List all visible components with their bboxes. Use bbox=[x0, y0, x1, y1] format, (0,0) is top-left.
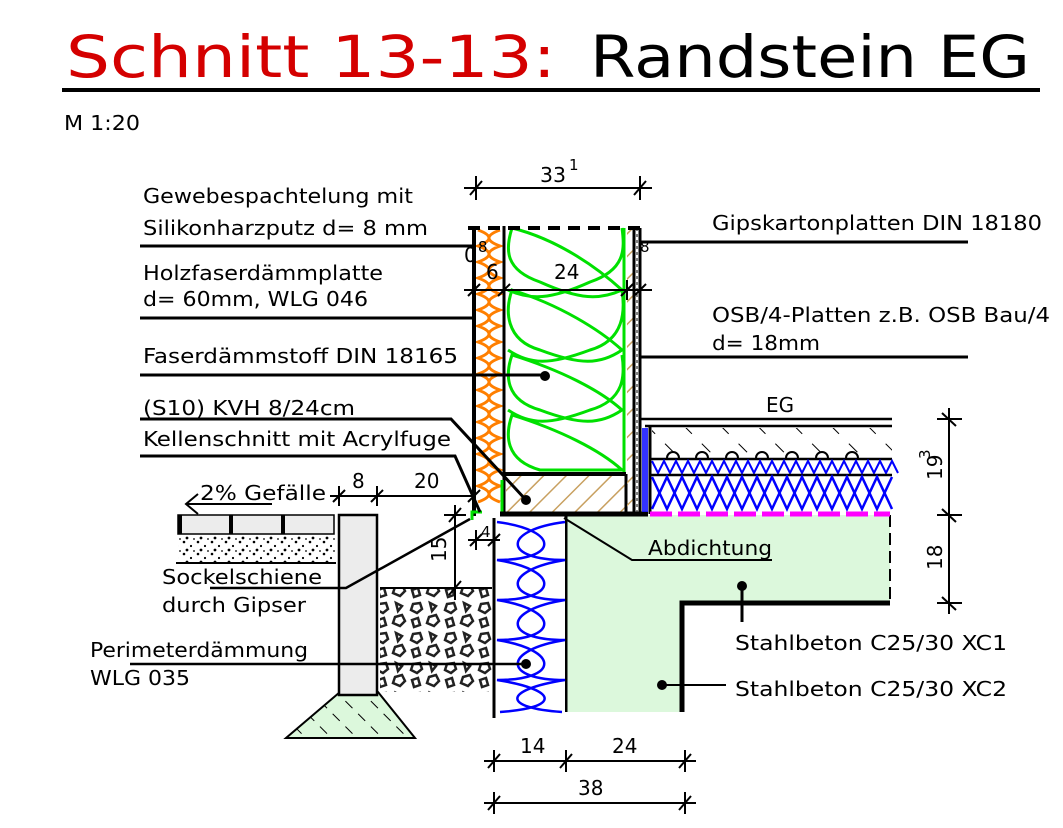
dim-wall-total: 33 bbox=[540, 163, 566, 187]
floor-buildup bbox=[640, 417, 899, 517]
label-faserdaemm: Faserdämmstoff DIN 18165 bbox=[143, 344, 458, 368]
dim-wall-total-sup: 1 bbox=[569, 156, 579, 174]
dim-slab: 18 bbox=[923, 545, 947, 570]
dim-foundation-wall: 24 bbox=[612, 734, 637, 758]
label-stahlbeton-xc1: Stahlbeton C25/30 XC1 bbox=[735, 631, 1007, 655]
label-kvh: (S10) KVH 8/24cm bbox=[143, 396, 355, 420]
label-gewebe-1: Gewebespachtelung mit bbox=[143, 184, 413, 208]
title-name: Randstein EG bbox=[590, 23, 1030, 91]
dimension-values: 33 1 0 8 6 24 8 8 20 15 4 19 3 18 14 24 … bbox=[352, 156, 947, 800]
perimeter-insulation bbox=[492, 518, 566, 718]
label-kellenschnitt: Kellenschnitt mit Acrylfuge bbox=[143, 427, 451, 451]
dim-foundation-total: 38 bbox=[578, 776, 603, 800]
label-perimeter-2: WLG 035 bbox=[90, 666, 190, 690]
material-labels: Gewebespachtelung mit Silikonharzputz d=… bbox=[90, 184, 1050, 701]
label-gewebe-2: Silikonharzputz d= 8 mm bbox=[143, 216, 428, 240]
label-sockelschiene-1: Sockelschiene bbox=[162, 565, 322, 589]
dim-gap: 20 bbox=[414, 469, 439, 493]
curb-stone bbox=[283, 513, 418, 739]
dim-height-15: 15 bbox=[427, 537, 451, 562]
title-prefix: Schnitt 13-13: bbox=[66, 23, 556, 91]
label-eg: EG bbox=[766, 393, 794, 417]
slope-arrow-icon bbox=[184, 493, 272, 515]
paving bbox=[176, 514, 336, 564]
dim-insulation: 24 bbox=[554, 260, 579, 284]
dim-floor-build: 19 bbox=[923, 455, 947, 480]
dim-plaster-sup: 8 bbox=[478, 238, 488, 256]
inner-boards bbox=[627, 228, 642, 514]
title-block: Schnitt 13-13: Randstein EG M 1:20 bbox=[62, 23, 1040, 135]
label-osb-2: d= 18mm bbox=[712, 331, 820, 355]
dim-woodfiber: 6 bbox=[486, 260, 499, 284]
label-holzfaser-1: Holzfaserdämmplatte bbox=[143, 261, 383, 285]
label-sockelschiene-2: durch Gipser bbox=[162, 593, 307, 617]
label-abdichtung: Abdichtung bbox=[648, 536, 772, 560]
dim-plaster: 0 bbox=[464, 243, 477, 267]
dim-floor-build-sup: 3 bbox=[916, 449, 934, 459]
label-holzfaser-2: d= 60mm, WLG 046 bbox=[143, 287, 368, 311]
label-osb-1: OSB/4-Platten z.B. OSB Bau/4 bbox=[712, 303, 1050, 327]
scale-label: M 1:20 bbox=[64, 111, 140, 135]
dim-osb-sup: 8 bbox=[640, 238, 650, 256]
gravel-fill bbox=[380, 588, 492, 692]
label-stahlbeton-xc2: Stahlbeton C25/30 XC2 bbox=[735, 677, 1007, 701]
label-perimeter-1: Perimeterdämmung bbox=[90, 638, 308, 662]
dim-small-4: 4 bbox=[481, 523, 491, 541]
label-gipskarton: Gipskartonplatten DIN 18180 bbox=[712, 211, 1042, 235]
dim-perimeter: 14 bbox=[520, 734, 545, 758]
label-gefaelle: 2% Gefälle bbox=[200, 481, 326, 505]
dim-curb: 8 bbox=[352, 469, 365, 493]
dimension-lines bbox=[330, 176, 962, 814]
